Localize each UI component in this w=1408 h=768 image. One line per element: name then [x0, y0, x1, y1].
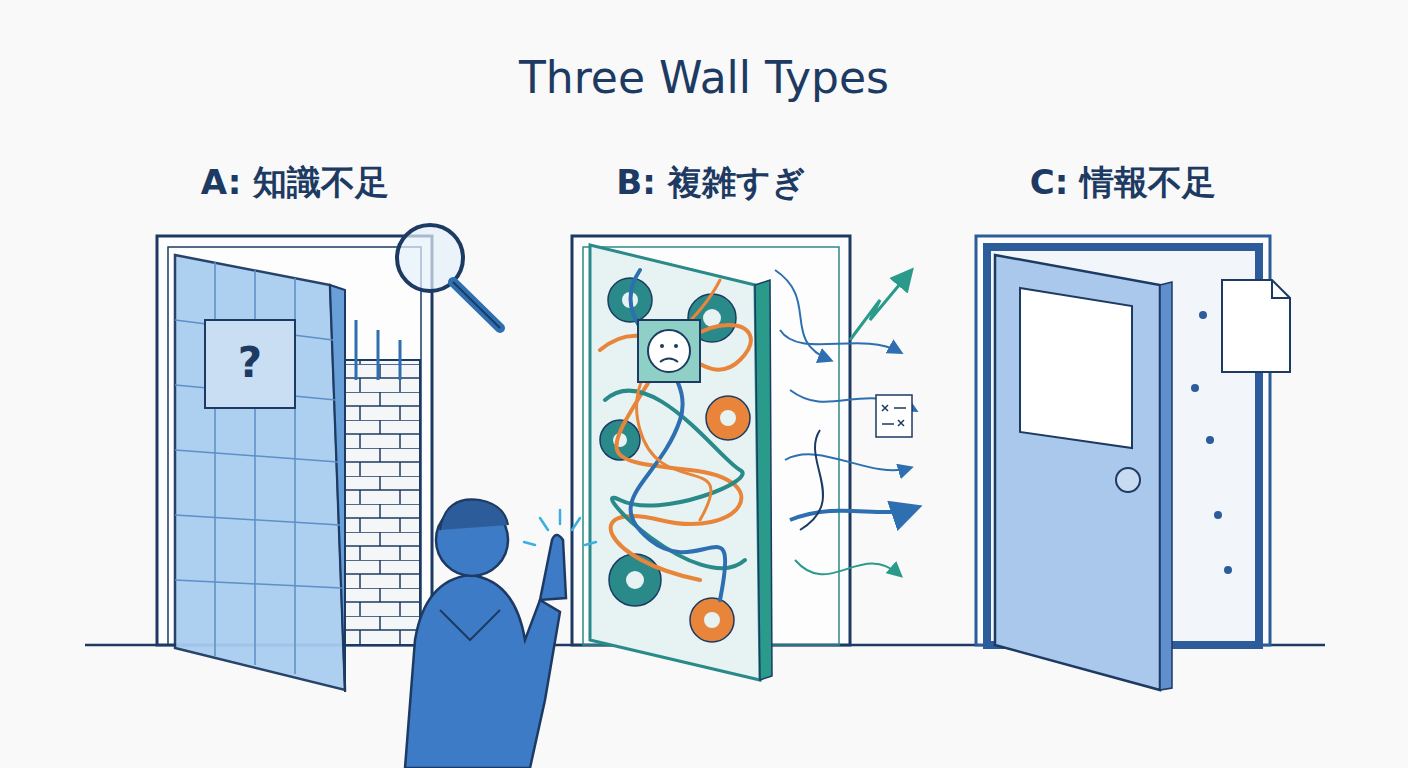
person-figure [405, 499, 596, 768]
door-heading: A: 知識不足 [140, 160, 450, 206]
door-heading: C: 情報不足 [968, 160, 1278, 206]
diagram-title: Three Wall Types [0, 52, 1408, 103]
door-node: C: 情報不足 [968, 160, 1278, 650]
door-heading: B: 複雑すぎ [556, 160, 866, 206]
door-node: A: 知識不足 [140, 160, 450, 650]
sign-symbol: ? [220, 338, 280, 387]
door-b-illustration [572, 236, 915, 680]
door-node: B: 複雑すぎ [556, 160, 866, 650]
door-c-illustration [976, 236, 1290, 690]
